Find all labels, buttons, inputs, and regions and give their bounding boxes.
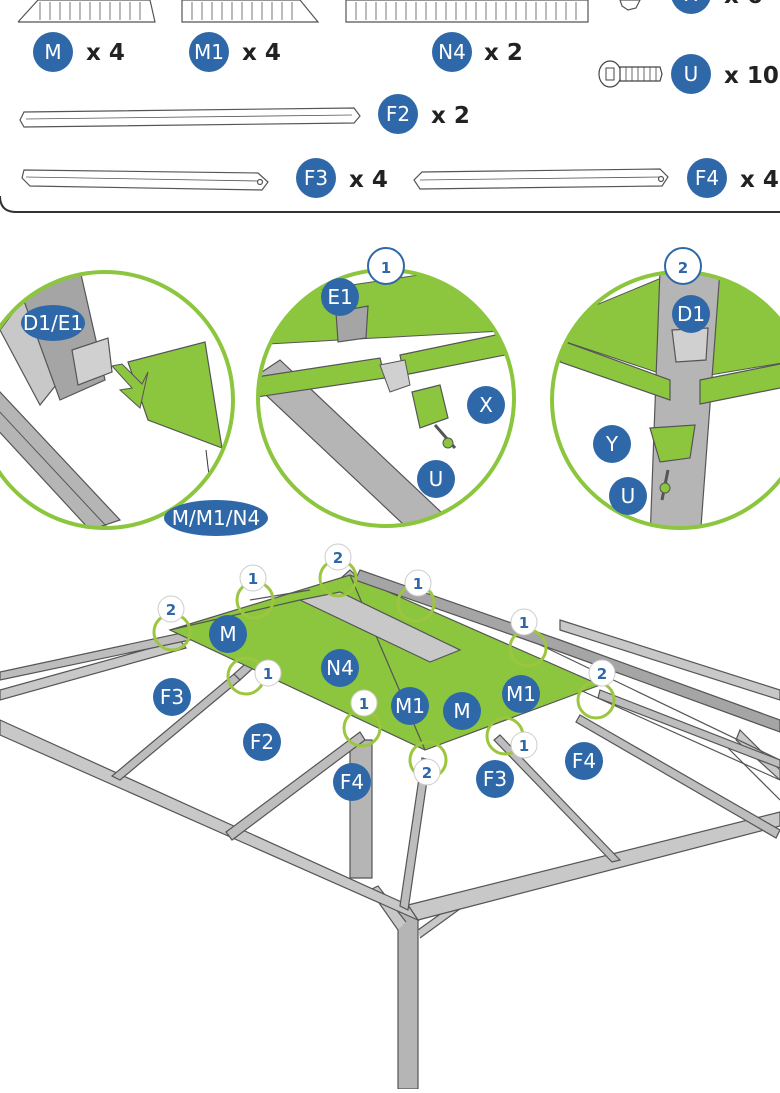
part-qty-m: x 4 bbox=[86, 40, 125, 66]
svg-text:1: 1 bbox=[248, 570, 258, 588]
parts-list-panel: M x 4 M1 x 4 N4 x 2 X x 6 U x 10 F2 x 2 … bbox=[0, 0, 780, 213]
bracket-x-icon bbox=[619, 0, 641, 11]
part-label-u-badge bbox=[671, 54, 711, 94]
detail-e1-badge bbox=[321, 278, 359, 316]
part-label-u: U bbox=[684, 62, 699, 86]
svg-text:M1: M1 bbox=[506, 682, 536, 706]
beam-f2-drawing bbox=[19, 107, 361, 128]
callout-d1e1: D1/E1 bbox=[23, 311, 83, 335]
part-label-f2: F2 bbox=[386, 102, 410, 126]
svg-text:2: 2 bbox=[422, 764, 432, 782]
svg-text:2: 2 bbox=[166, 601, 176, 619]
svg-text:2: 2 bbox=[333, 549, 343, 567]
detail-d1-badge bbox=[672, 295, 710, 333]
svg-text:F3: F3 bbox=[483, 767, 507, 791]
svg-text:F4: F4 bbox=[340, 770, 364, 794]
svg-text:2: 2 bbox=[597, 665, 607, 683]
part-label-x-badge bbox=[671, 0, 711, 14]
part-label-n4-badge bbox=[432, 32, 472, 72]
svg-text:1: 1 bbox=[519, 737, 529, 755]
detail-u2-label: U bbox=[621, 484, 636, 508]
part-label-m: M bbox=[44, 40, 61, 64]
part-qty-x: x 6 bbox=[724, 0, 763, 9]
gazebo-step-badges: 1 2 1 1 2 1 1 2 1 2 bbox=[157, 543, 616, 786]
callout-mm1n4: M/M1/N4 bbox=[172, 506, 260, 530]
part-qty-f3: x 4 bbox=[349, 167, 388, 193]
beam-f4-drawing bbox=[413, 168, 669, 190]
part-label-m1: M1 bbox=[194, 40, 224, 64]
part-label-n4: N4 bbox=[438, 40, 466, 64]
bolt-u-icon bbox=[598, 60, 663, 88]
gazebo-drawing bbox=[0, 569, 780, 1090]
step-1-badge bbox=[367, 247, 405, 285]
part-qty-f2: x 2 bbox=[431, 103, 470, 129]
detail-x-badge bbox=[467, 386, 505, 424]
step-1-number: 1 bbox=[381, 259, 391, 277]
step-2-number: 2 bbox=[678, 259, 688, 277]
detail-u-badge bbox=[417, 460, 455, 498]
svg-text:1: 1 bbox=[413, 575, 423, 593]
svg-text:1: 1 bbox=[519, 614, 529, 632]
callout-d1e1-badge bbox=[21, 305, 85, 341]
detail-x-label: X bbox=[479, 393, 493, 417]
detail-y-badge bbox=[593, 425, 631, 463]
svg-text:1: 1 bbox=[263, 665, 273, 683]
svg-text:M: M bbox=[453, 699, 470, 723]
part-qty-f4: x 4 bbox=[740, 167, 779, 193]
roof-panel-pieces-top bbox=[17, 0, 589, 23]
detail-u-label: U bbox=[429, 467, 444, 491]
part-label-f2-badge bbox=[378, 94, 418, 134]
part-qty-n4: x 2 bbox=[484, 40, 523, 66]
step-2-badge bbox=[664, 247, 702, 285]
detail-y-label: Y bbox=[605, 432, 619, 456]
part-qty-m1: x 4 bbox=[242, 40, 281, 66]
part-label-f4-badge bbox=[687, 158, 727, 198]
part-qty-u: x 10 bbox=[724, 63, 779, 89]
detail-d1-label: D1 bbox=[677, 302, 705, 326]
callout-mm1n4-badge bbox=[164, 500, 268, 536]
beam-f3-drawing bbox=[21, 169, 269, 191]
part-label-m1-badge bbox=[189, 32, 229, 72]
svg-text:F2: F2 bbox=[250, 730, 274, 754]
svg-text:F4: F4 bbox=[572, 749, 596, 773]
detail-middle-step1: 1 E1 X U bbox=[256, 247, 516, 528]
detail-right-step2: 2 D1 Y U bbox=[550, 247, 780, 530]
svg-text:1: 1 bbox=[359, 695, 369, 713]
svg-text:N4: N4 bbox=[326, 656, 354, 680]
part-label-x: X bbox=[684, 0, 698, 6]
part-label-f4: F4 bbox=[695, 166, 719, 190]
part-label-f3: F3 bbox=[304, 166, 328, 190]
parts-panel-border bbox=[0, 195, 780, 213]
detail-e1-label: E1 bbox=[327, 285, 352, 309]
part-label-m-badge bbox=[33, 32, 73, 72]
detail-left-insertion: D1/E1 M/M1/N4 bbox=[0, 270, 268, 536]
gazebo-part-labels: M N4 M1 M M1 F3 F2 F4 F3 F4 bbox=[153, 615, 603, 801]
svg-text:M1: M1 bbox=[395, 694, 425, 718]
svg-text:M: M bbox=[219, 622, 236, 646]
part-label-f3-badge bbox=[296, 158, 336, 198]
svg-text:F3: F3 bbox=[160, 685, 184, 709]
detail-u2-badge bbox=[609, 477, 647, 515]
